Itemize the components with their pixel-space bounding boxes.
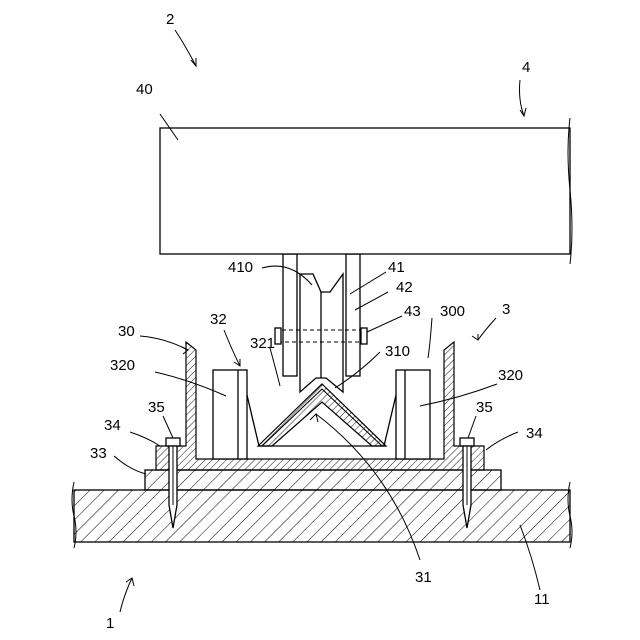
label-11: 11 — [534, 591, 550, 608]
label-35-right: 35 — [476, 399, 493, 416]
wheel-42 — [300, 274, 343, 392]
label-310: 310 — [385, 343, 410, 360]
label-32: 32 — [210, 311, 227, 328]
label-34-right: 34 — [526, 425, 543, 442]
base-plate-33 — [145, 470, 501, 490]
label-4: 4 — [522, 59, 530, 76]
label-41: 41 — [388, 259, 405, 276]
label-40: 40 — [136, 81, 153, 98]
label-33: 33 — [90, 445, 107, 462]
label-320-left: 320 — [110, 357, 135, 374]
label-3: 3 — [502, 301, 510, 318]
label-410: 410 — [228, 259, 253, 276]
label-320-right: 320 — [498, 367, 523, 384]
label-1: 1 — [106, 615, 114, 632]
label-30: 30 — [118, 323, 135, 340]
label-43: 43 — [404, 303, 421, 320]
block-320-right — [396, 370, 430, 459]
base-slab-11 — [72, 482, 572, 548]
label-2: 2 — [166, 11, 174, 28]
label-321: 321 — [250, 335, 275, 352]
label-300: 300 — [440, 303, 465, 320]
beam-40 — [160, 118, 572, 264]
label-42: 42 — [396, 279, 413, 296]
rail-31 — [258, 384, 386, 446]
block-32-left — [213, 370, 247, 459]
label-35-left: 35 — [148, 399, 165, 416]
label-31: 31 — [415, 569, 432, 586]
label-34-left: 34 — [104, 417, 121, 434]
